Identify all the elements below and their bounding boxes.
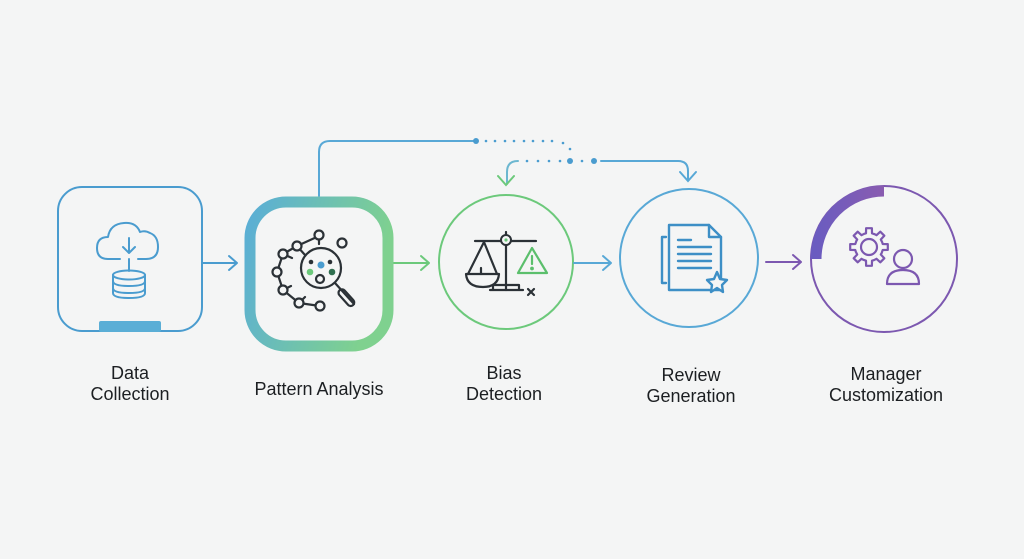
arrow-data-to-pattern [202,255,238,271]
feedback-dotted-line-upper [484,139,572,151]
feedback-node [591,158,597,164]
label-line: Detection [465,384,543,404]
cloud-download-database-icon [96,221,159,299]
arrow-bias-to-review [573,255,612,271]
document-star-icon [660,223,729,294]
stage-label-review-generation: Review Generation [611,365,771,407]
data-points [306,259,336,276]
label-line: Bias [486,363,522,383]
feedback-branch-review [600,160,689,181]
stage-manager-customization[interactable] [810,185,958,333]
feedback-node [473,138,479,144]
network-magnifier-icon [271,229,356,312]
label-line: Generation [646,386,736,406]
feedback-node [567,158,573,164]
gear-hole [859,237,879,257]
stage-label-data-collection: Data Collection [55,363,205,405]
stage-review-generation[interactable] [619,188,759,328]
scale-pivot-dot [504,238,508,242]
arrow-review-to-manager [765,254,802,270]
user-head [892,248,914,270]
feedback-dotted-line-lower [525,158,597,164]
stage-container [619,188,759,328]
gear-user-icon [849,227,921,286]
label-line: Manager [850,364,922,384]
stage-container [244,196,394,352]
gear-icon [849,227,889,267]
stage-bias-detection[interactable] [438,194,574,330]
feedback-branch-bias [506,160,519,185]
stage-container [438,194,574,330]
stage-base-bar [99,321,161,332]
feedback-connector-top [318,138,697,197]
label-line: Pattern Analysis [254,379,384,399]
stage-data-collection[interactable] [57,186,203,332]
label-line: Customization [828,385,944,405]
feedback-arrowhead-bias [497,175,515,187]
progress-arc [810,185,885,260]
label-line: Data [110,363,150,383]
stage-label-manager-customization: Manager Customization [800,364,972,406]
label-line: Collection [90,384,170,404]
stage-label-pattern-analysis: Pattern Analysis [229,379,409,400]
feedback-line-solid [318,140,476,197]
user-body [885,268,921,286]
warning-triangle-icon [516,246,549,275]
stage-pattern-analysis[interactable] [244,196,394,352]
stage-label-bias-detection: Bias Detection [429,363,579,405]
arrow-pattern-to-bias [393,255,430,271]
label-line: Review [661,365,721,385]
feedback-arrowhead-review [679,171,697,183]
